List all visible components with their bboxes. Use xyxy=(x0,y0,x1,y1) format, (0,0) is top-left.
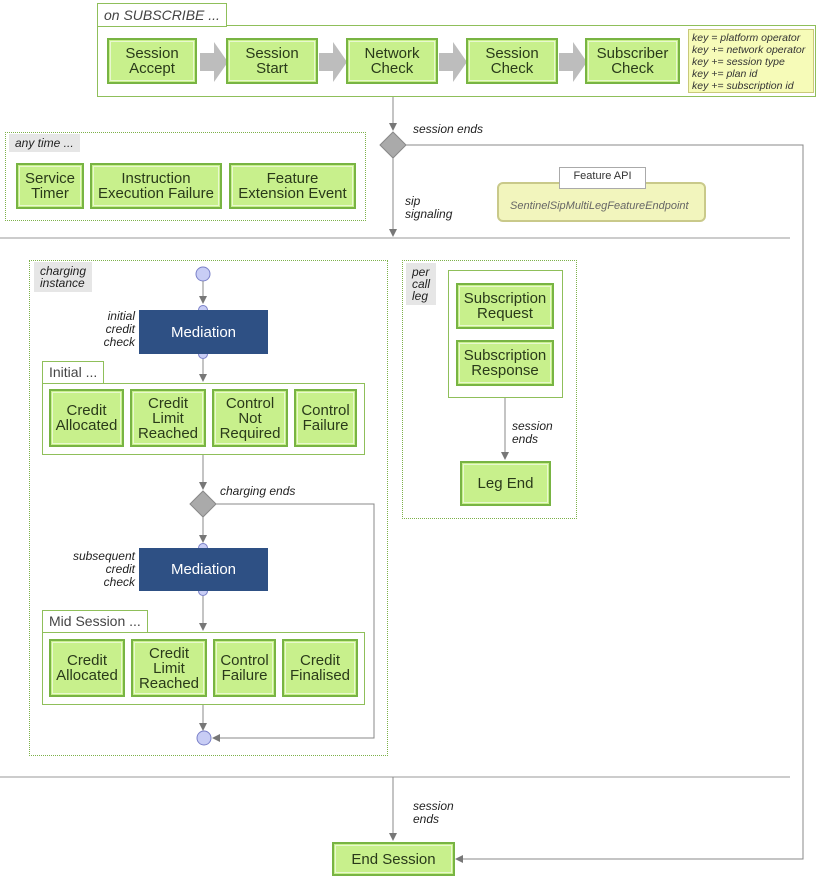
mid-credit-allocated: Credit Allocated xyxy=(49,639,125,697)
end-session: End Session xyxy=(332,842,455,876)
mid-credit-finalised: Credit Finalised xyxy=(282,639,358,697)
any-time-title: any time ... xyxy=(9,134,80,152)
per-call-leg-title: per call leg xyxy=(406,263,437,305)
instruction-execution-failure-event: Instruction Execution Failure xyxy=(90,163,222,209)
session-check-step: Session Check xyxy=(466,38,558,84)
initial-credit-allocated: Credit Allocated xyxy=(49,389,124,447)
key-line: key += subscription id xyxy=(692,80,794,92)
charging-instance-title: charging instance xyxy=(34,262,93,292)
key-note: key = platform operator key += network o… xyxy=(688,29,814,93)
decision-top xyxy=(379,131,407,159)
session-accept-step: Session Accept xyxy=(107,38,197,84)
key-line: key += network operator xyxy=(692,44,806,56)
subscriber-check-step: Subscriber Check xyxy=(585,38,680,84)
key-line: key = platform operator xyxy=(692,32,801,44)
mediation-subsequent: Mediation xyxy=(139,548,268,591)
subscription-request: Subscription Request xyxy=(456,283,554,329)
leg-end: Leg End xyxy=(460,461,551,506)
feature-api-title: Feature API xyxy=(559,167,646,189)
initial-control-failure: Control Failure xyxy=(294,389,357,447)
subsequent-credit-check-label: subsequent credit check xyxy=(72,549,135,589)
session-start-step: Session Start xyxy=(226,38,318,84)
service-timer-event: Service Timer xyxy=(16,163,84,209)
network-check-step: Network Check xyxy=(346,38,438,84)
mid-credit-limit-reached: Credit Limit Reached xyxy=(131,639,207,697)
session-ends-label-leg: session ends xyxy=(512,419,553,446)
initial-credit-limit-reached: Credit Limit Reached xyxy=(130,389,206,447)
initial-control-not-required: Control Not Required xyxy=(212,389,288,447)
sip-signaling-label: sip signaling xyxy=(405,194,453,221)
session-ends-label-bottom: session ends xyxy=(413,799,454,826)
key-line: key += session type xyxy=(692,56,785,68)
mid-session-results-title: Mid Session ... xyxy=(42,610,148,633)
initial-results-title: Initial ... xyxy=(42,361,105,384)
feature-extension-event: Feature Extension Event xyxy=(229,163,356,209)
charging-ends-label: charging ends xyxy=(220,484,296,498)
session-ends-label-top: session ends xyxy=(413,122,484,136)
subscribe-title: on SUBSCRIBE ... xyxy=(97,3,227,27)
key-line: key += plan id xyxy=(692,68,758,80)
feature-api-endpoint: SentinelSipMultiLegFeatureEndpoint xyxy=(510,200,689,212)
initial-credit-check-label: initial credit check xyxy=(103,309,135,349)
subscription-response: Subscription Response xyxy=(456,340,554,386)
mid-control-failure: Control Failure xyxy=(213,639,276,697)
mediation-initial: Mediation xyxy=(139,310,268,354)
